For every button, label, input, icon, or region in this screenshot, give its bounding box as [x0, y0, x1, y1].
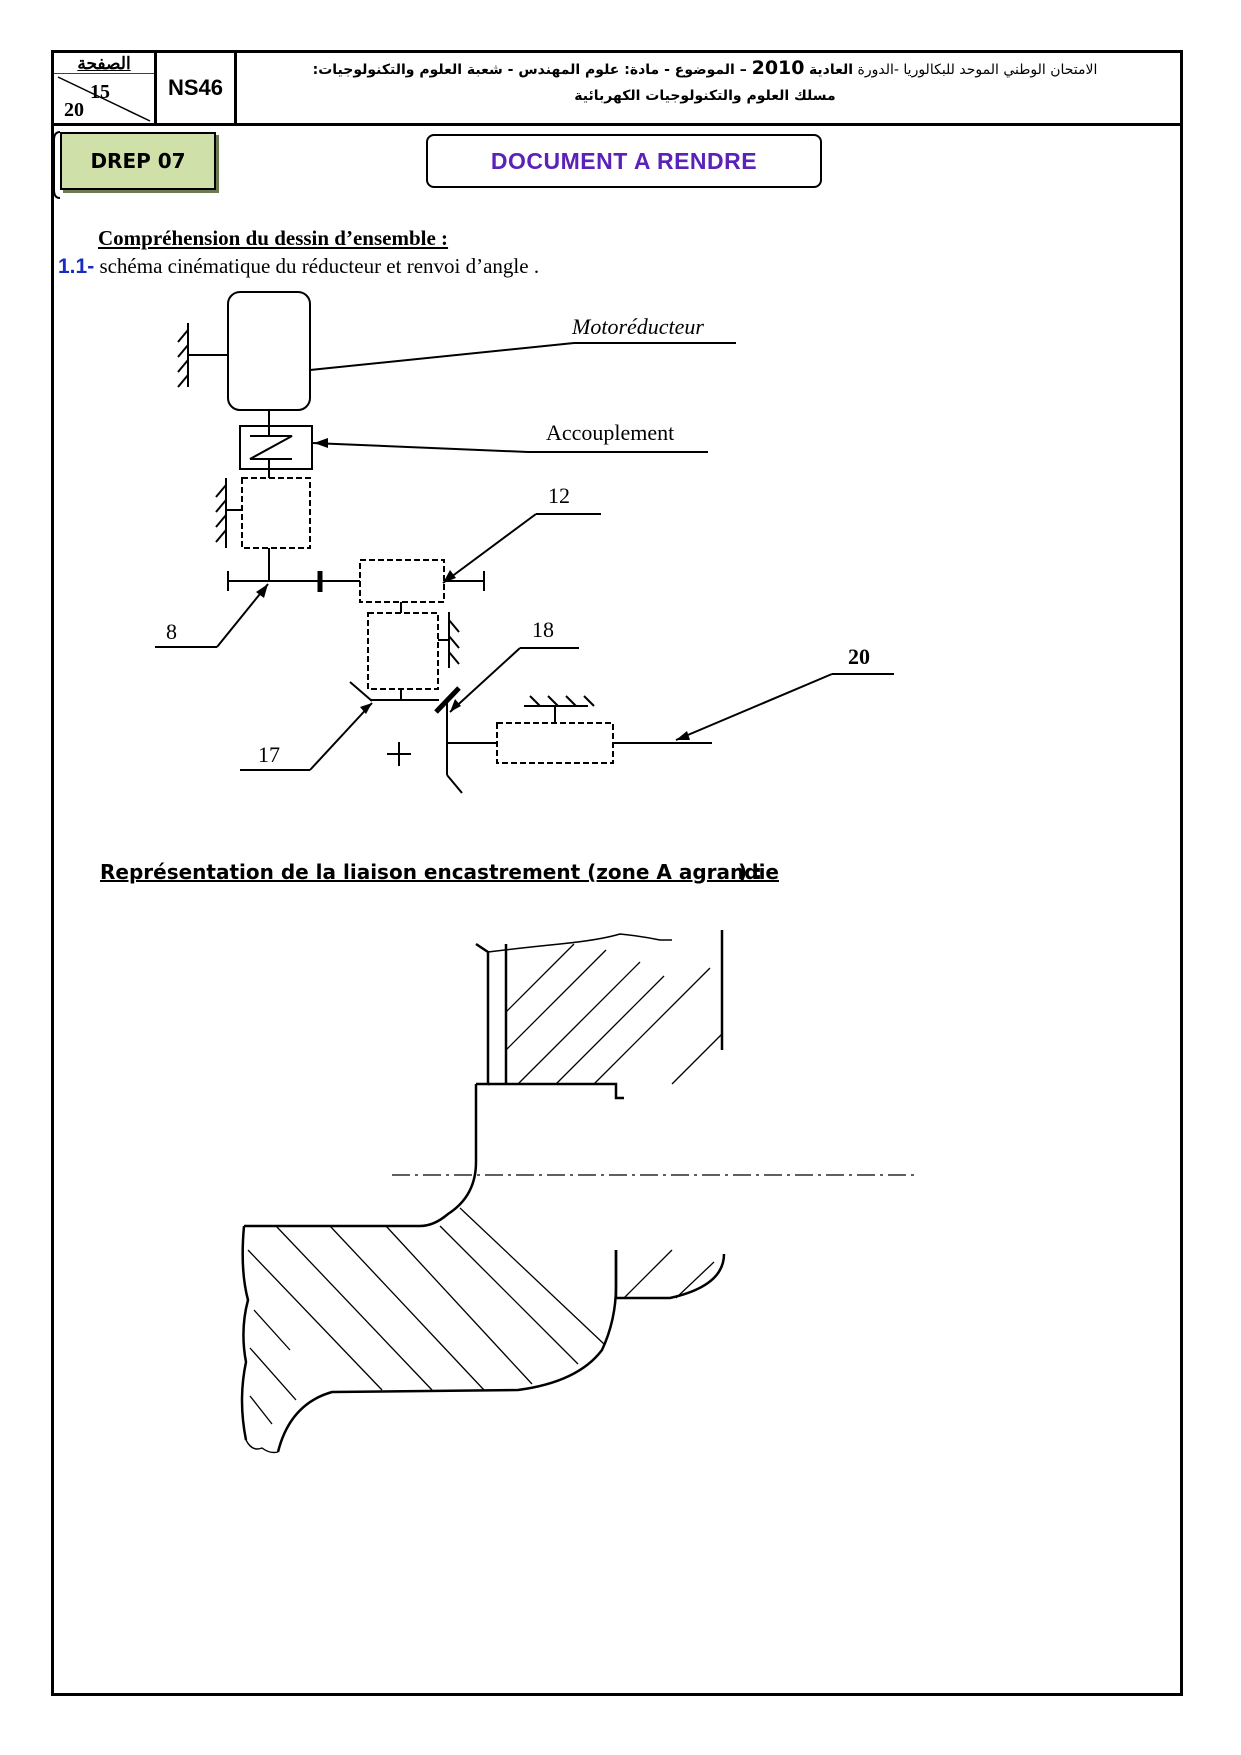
arrow-12	[443, 570, 456, 583]
header-line1-post: – الموضوع - مادة: علوم المهندس - شعبة ال…	[312, 62, 752, 78]
exam-code: NS46	[167, 75, 224, 100]
label-17: 17	[258, 742, 280, 767]
label-18: 18	[532, 617, 554, 642]
hatch-lower	[247, 1207, 715, 1425]
page-frame: الصفحة 15 20 NS46 الامتحان الوطني الموحد…	[51, 50, 1183, 1696]
hatch-upper	[505, 943, 723, 1085]
leader-18	[449, 647, 521, 713]
leader-17	[309, 702, 373, 771]
bearing-box-1	[241, 477, 311, 549]
arrow-20	[676, 731, 690, 740]
label-20: 20	[848, 644, 870, 669]
header-separator	[54, 123, 1180, 126]
section1-title: Compréhension du dessin d’ensemble :	[98, 226, 449, 250]
label-motoreducteur: Motoréducteur	[571, 314, 704, 339]
label-accouplement: Accouplement	[546, 420, 674, 445]
arrow-accouplement	[314, 438, 328, 448]
arrow-17	[360, 703, 372, 714]
header-line-1: الامتحان الوطني الموحد للبكالوريا -الدور…	[240, 55, 1170, 83]
page-total: 20	[64, 99, 84, 121]
coupling-block	[239, 425, 313, 470]
header-year: 2010	[751, 57, 805, 79]
upper-part-outline	[244, 1084, 478, 1228]
leader-20	[675, 673, 833, 741]
section2-title: Représentation de la liaison encastremen…	[100, 860, 779, 884]
motor-leader	[309, 342, 575, 371]
page-diagonal	[54, 73, 154, 122]
lower-part-outline	[240, 1225, 250, 1441]
header-divider	[234, 53, 237, 123]
exam-header-text: الامتحان الوطني الموحد للبكالوريا -الدور…	[240, 55, 1170, 121]
question-number: 1.1-	[58, 255, 95, 278]
drep-scroll: DREP 07	[52, 128, 224, 200]
scroll-decoration	[53, 131, 61, 199]
coupling-leader	[311, 442, 529, 453]
header-line1-pre: الامتحان الوطني الموحد للبكالوريا -الدور…	[853, 62, 1098, 78]
leader-12	[442, 513, 537, 584]
header-divider	[154, 53, 157, 123]
bearing-box-2	[367, 612, 439, 690]
bearing-box-12	[359, 559, 445, 603]
drep-label: DREP 07	[60, 132, 216, 190]
page-label: الصفحة	[77, 54, 131, 73]
label-8: 8	[166, 619, 177, 644]
page-current: 15	[90, 81, 110, 103]
label-12: 12	[548, 483, 570, 508]
arrow-8	[256, 584, 268, 598]
header-line-2: مسلك العلوم والتكنولوجيات الكهربائية	[574, 88, 836, 104]
question-text: schéma cinématique du réducteur et renvo…	[94, 254, 540, 278]
arrow-18	[450, 699, 461, 712]
section2-title-tail: ) :	[738, 860, 763, 884]
question-1-1: 1.1- schéma cinématique du réducteur et …	[58, 254, 539, 279]
page-number-box: الصفحة 15 20	[54, 53, 154, 123]
document-a-rendre-title: DOCUMENT A RENDRE	[426, 134, 822, 188]
header-session: العادية	[808, 62, 854, 78]
